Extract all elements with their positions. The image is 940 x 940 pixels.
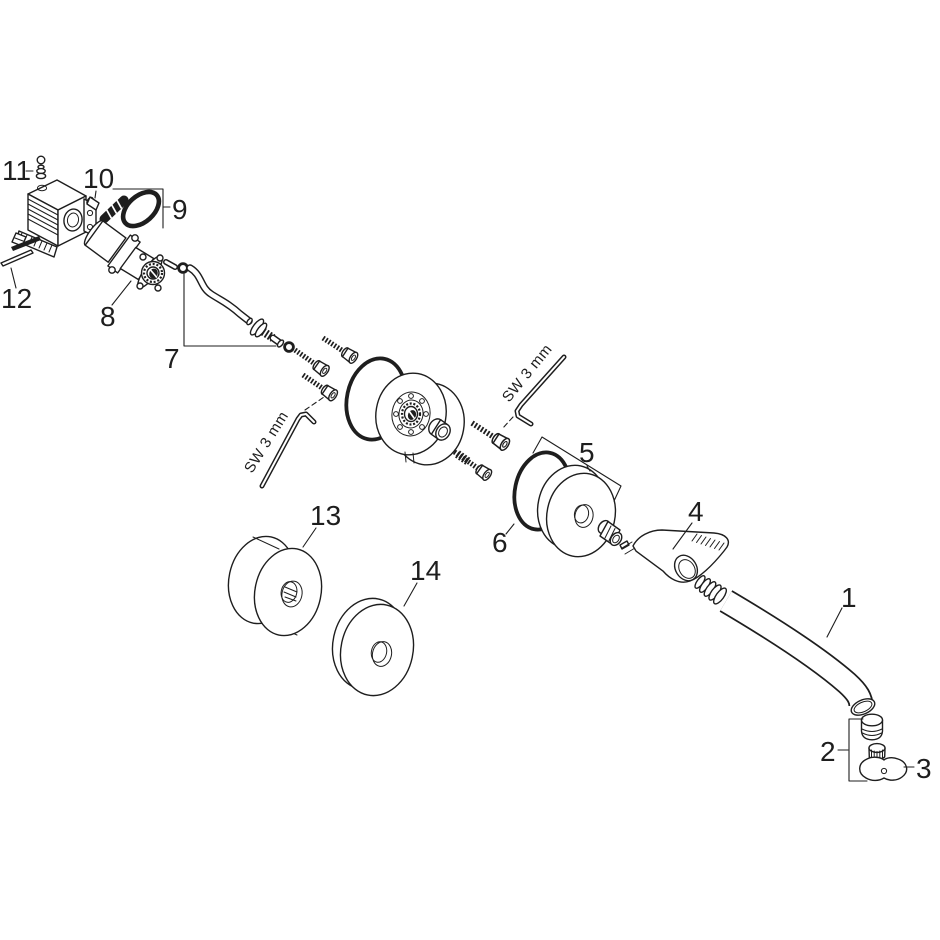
label-part-8: 8 — [100, 301, 116, 332]
part-9-bracket — [112, 188, 164, 229]
part-10-leader — [94, 190, 97, 199]
fixing-screw-2 — [291, 345, 330, 378]
part-5-leader — [586, 465, 591, 472]
label-part-1: 1 — [841, 582, 857, 613]
label-part-2: 2 — [820, 736, 836, 767]
part-7-bracket — [183, 273, 277, 347]
part-11-plug-screw — [35, 155, 47, 180]
part-12-leader — [10, 267, 17, 289]
part-12-seals — [0, 232, 41, 267]
label-part-10: 10 — [83, 163, 114, 194]
part-9-spring — [99, 195, 129, 224]
label-part-7: 7 — [164, 343, 180, 374]
part-8-leader — [111, 280, 132, 306]
part-2-bracket — [848, 718, 868, 782]
part-5-rosette — [536, 464, 617, 558]
label-part-5: 5 — [579, 437, 595, 468]
part-13-spacer — [227, 535, 323, 637]
part-9-oring-loop — [120, 189, 162, 229]
part-14-leader — [403, 582, 418, 607]
label-part-14: 14 — [410, 555, 441, 586]
part-8-cartridge — [83, 219, 178, 292]
allen-key-left-leader — [304, 396, 325, 411]
part-4-leader — [672, 522, 693, 550]
fixing-screw-1 — [320, 333, 360, 365]
label-part-13: 13 — [310, 500, 341, 531]
fixing-screw-4 — [468, 417, 511, 451]
allen-key-left — [259, 411, 317, 489]
part-3-aerator-key — [859, 742, 908, 782]
fixing-screw-5 — [444, 443, 493, 481]
label-part-3: 3 — [916, 753, 932, 784]
part-2-aerator — [860, 713, 884, 741]
part-14-rosette — [331, 597, 415, 697]
label-part-12: 12 — [1, 283, 32, 314]
label-part-4: 4 — [688, 496, 704, 527]
part-1-spout — [694, 575, 876, 716]
label-part-6: 6 — [492, 527, 508, 558]
label-part-9: 9 — [172, 194, 188, 225]
allen-key-right — [514, 354, 567, 427]
slide-ring — [428, 418, 451, 441]
part-7-pipe-set — [177, 262, 295, 353]
part-1-leader — [826, 607, 843, 638]
label-part-11: 11 — [2, 155, 31, 186]
allen-key-right-leader — [501, 416, 514, 430]
mounting-flange — [375, 372, 465, 466]
compression-sleeve — [597, 519, 623, 547]
part-5-bracket — [532, 436, 622, 502]
wall-housing-body — [15, 179, 97, 258]
part-4-lever — [619, 529, 730, 583]
part-6-leader — [505, 523, 515, 535]
part-13-leader — [302, 527, 317, 548]
part-10-fitting — [86, 196, 100, 211]
